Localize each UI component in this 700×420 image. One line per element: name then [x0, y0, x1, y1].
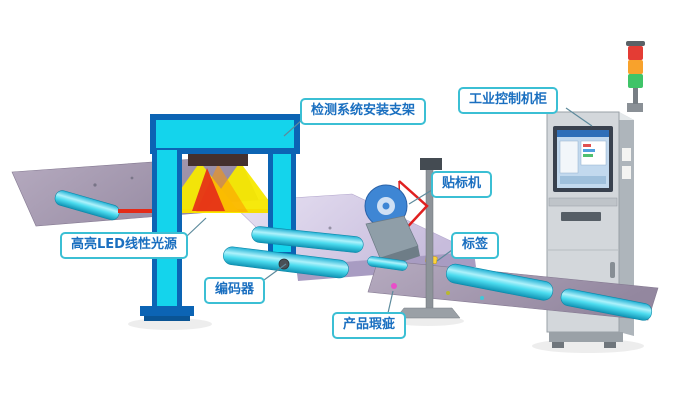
gantry-left-post-face — [157, 150, 177, 306]
callout-inspection-bracket: 检测系统安装支架 — [300, 98, 427, 125]
labeler-shadow — [392, 316, 464, 326]
side-label — [622, 148, 631, 161]
tower-lamp-red — [628, 46, 643, 60]
leader-line — [186, 217, 207, 237]
cabinet-foot — [552, 342, 564, 348]
defect-dot-olive — [446, 291, 450, 295]
door-handle — [610, 262, 615, 278]
leader-line — [263, 263, 287, 281]
unwind-roller — [54, 190, 120, 221]
gantry-foot — [144, 316, 190, 321]
tower-lamp-amber — [628, 60, 643, 74]
labeling-machine — [364, 158, 461, 319]
callout-product-defect: 产品瑕疵 — [332, 312, 407, 339]
light-beam — [118, 162, 286, 213]
cabinet-foot — [604, 342, 616, 348]
keyboard-tray — [548, 197, 618, 207]
camera-unit — [188, 154, 248, 166]
applicator-roller — [367, 256, 408, 271]
leader-line — [283, 119, 303, 137]
leader-line — [387, 290, 394, 314]
speck — [93, 183, 97, 187]
defect-dot-magenta — [391, 283, 397, 289]
defect-dot-cyan — [480, 296, 484, 300]
tower-pole — [633, 88, 638, 104]
callout-text: 高亮LED线性光源 — [71, 237, 177, 252]
cabinet-slot — [561, 212, 601, 221]
cabinet-base — [549, 332, 623, 342]
outfeed-roller — [446, 263, 554, 301]
rewind-roller — [560, 288, 653, 321]
tower-bracket — [627, 103, 643, 112]
tower-cap — [626, 41, 645, 46]
callout-labeling-machine: 贴标机 — [431, 171, 493, 198]
leader-lines — [186, 107, 593, 314]
gantry-base-plate — [140, 306, 194, 316]
speck — [328, 226, 332, 230]
gantry-top-beam-face — [156, 120, 294, 148]
signal-tower — [626, 41, 645, 112]
leader-line — [565, 107, 593, 127]
label-roll-hub — [382, 202, 390, 210]
gantry-right-post-face — [273, 152, 291, 252]
callout-label-sticker: 标签 — [451, 232, 500, 259]
callout-text: 产品瑕疵 — [343, 317, 396, 332]
callout-text: 工业控制机柜 — [469, 92, 548, 107]
callout-text: 编码器 — [215, 282, 255, 297]
callout-text: 标签 — [462, 237, 489, 252]
belt-roller-upper — [251, 226, 364, 253]
labeler-linkage — [398, 180, 429, 235]
labeler-sensor — [420, 158, 442, 170]
speck — [130, 176, 134, 180]
hmi-screen — [557, 130, 609, 188]
leader-line — [436, 249, 453, 262]
callout-text: 检测系统安装支架 — [311, 103, 416, 118]
callout-encoder: 编码器 — [204, 277, 266, 304]
encoder-device — [278, 258, 290, 270]
side-label — [622, 166, 631, 179]
callout-led-light-source: 高亮LED线性光源 — [60, 232, 188, 259]
leader-line — [408, 189, 433, 205]
laser-fan — [192, 168, 225, 211]
tower-lamp-green — [628, 74, 643, 88]
callout-text: 贴标机 — [442, 176, 482, 191]
callout-control-cabinet: 工业控制机柜 — [458, 87, 559, 114]
